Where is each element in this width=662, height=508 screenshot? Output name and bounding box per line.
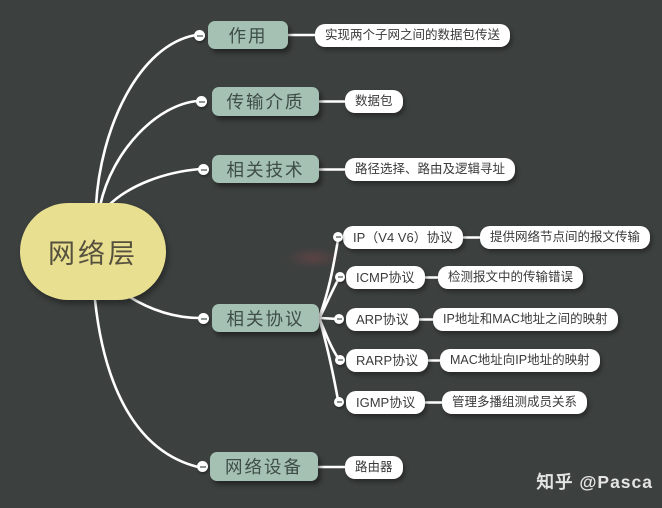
branch-related-technology[interactable]: 相关技术 <box>212 155 319 183</box>
branch-transmission-medium[interactable]: 传输介质 <box>212 87 319 116</box>
root-topic-network-layer[interactable]: 网络层 <box>20 203 166 300</box>
collapse-icon[interactable] <box>335 272 345 282</box>
subtopic-icmp-protocol[interactable]: ICMP协议 <box>346 266 425 289</box>
collapse-icon[interactable] <box>334 397 344 407</box>
curve-root-to-function <box>94 33 198 208</box>
detail-function[interactable]: 实现两个子网之间的数据包传送 <box>315 24 511 47</box>
curve-root-to-devices <box>93 298 200 469</box>
collapse-icon[interactable] <box>333 232 343 242</box>
collapse-icon[interactable] <box>196 96 207 107</box>
subtopic-arp-protocol[interactable]: ARP协议 <box>346 308 419 331</box>
curve-root-to-tech <box>104 167 202 210</box>
curve-root-to-protocols <box>126 294 202 320</box>
collapse-icon[interactable] <box>198 313 209 324</box>
detail-arp-protocol[interactable]: IP地址和MAC地址之间的映射 <box>433 308 618 331</box>
branch-function[interactable]: 作用 <box>208 21 288 49</box>
curve-root-to-medium <box>98 99 200 208</box>
collapse-icon[interactable] <box>198 164 209 175</box>
subtopic-rarp-protocol[interactable]: RARP协议 <box>346 349 429 372</box>
subtopic-ip-protocol[interactable]: IP（V4 V6）协议 <box>343 226 463 249</box>
branch-related-protocols[interactable]: 相关协议 <box>212 304 319 332</box>
curve-protocols-to-igmp <box>318 319 340 402</box>
branch-network-devices[interactable]: 网络设备 <box>210 452 318 481</box>
detail-related-technology[interactable]: 路径选择、路由及逻辑寻址 <box>345 158 516 181</box>
collapse-icon[interactable] <box>334 314 344 324</box>
detail-network-devices[interactable]: 路由器 <box>345 456 403 479</box>
detail-transmission-medium[interactable]: 数据包 <box>345 90 403 113</box>
detail-icmp-protocol[interactable]: 检测报文中的传输错误 <box>438 266 584 289</box>
detail-igmp-protocol[interactable]: 管理多播组测成员关系 <box>442 391 588 414</box>
zhihu-watermark: 知乎 @Pasca <box>536 472 653 492</box>
collapse-icon[interactable] <box>335 355 345 365</box>
detail-ip-protocol[interactable]: 提供网络节点间的报文传输 <box>480 226 651 249</box>
detail-rarp-protocol[interactable]: MAC地址向IP地址的映射 <box>440 349 600 372</box>
curve-protocols-to-icmp <box>318 278 340 319</box>
curve-protocols-to-ip <box>318 238 340 317</box>
collapse-icon[interactable] <box>194 30 205 41</box>
subtopic-igmp-protocol[interactable]: IGMP协议 <box>346 391 426 414</box>
collapse-icon[interactable] <box>197 461 208 472</box>
